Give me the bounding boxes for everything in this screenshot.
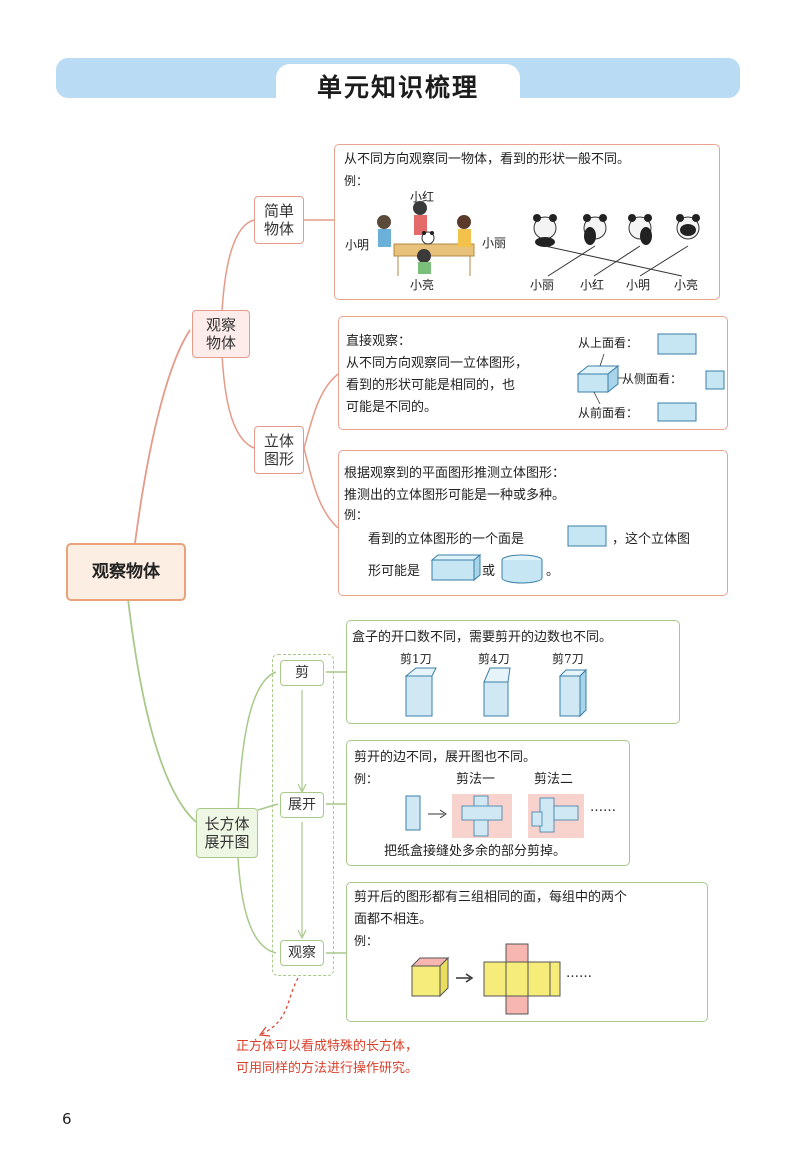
node-simple-label: 简单物体 [263,202,294,238]
step-cut: 剪 [280,660,324,686]
direct-line-4: 可能是不同的。 [346,400,438,415]
infer-line-4b: 或 [482,564,496,579]
unfold-box-text: 剪开的边不同，展开图也不同。 [354,750,537,765]
person-label-right: 小丽 [482,236,507,250]
cut-box [346,620,680,724]
node-solid-shapes: 立体图形 [254,426,304,474]
branch-unfold-observe [237,857,277,954]
step-observe: 观察 [280,940,324,966]
observe-example: 例： [354,934,379,948]
unfold-box-example: 例： [354,772,379,786]
cube-note: 正方体可以看成特殊的长方体， 可用同样的方法进行操作研究。 [236,1036,418,1080]
unfold-ellipsis: …… [590,800,616,815]
panda-label-2: 小红 [580,278,605,292]
note-line-2: 可用同样的方法进行操作研究。 [236,1061,419,1077]
branch-unfold-expand [257,803,279,811]
step-observe-label: 观察 [288,944,316,961]
simple-box-text: 从不同方向观察同一物体，看到的形状一般不同。 [344,152,631,167]
branch-root-observe [134,329,191,544]
panda-label-4: 小亮 [674,278,699,292]
cut-label-3: 剪7刀 [552,652,584,666]
branch-solid-box1 [303,373,339,449]
unfold-caption: 把纸盒接缝处多余的部分剪掉。 [384,844,567,859]
cut-label-2: 剪4刀 [478,652,510,666]
infer-line-1: 根据观察到的平面图形推测立体图形： [344,466,566,481]
view-side-label: 从侧面看： [622,372,683,386]
infer-line-4a: 形可能是 [368,564,421,579]
page-number: 6 [62,1110,72,1128]
direct-line-3: 看到的形状可能是相同的，也 [346,378,516,393]
branch-solid-box2 [303,447,339,529]
infer-line-3b: ，这个立体图 [612,532,691,547]
steps-dashed-frame [272,654,334,976]
observe-line-2: 面都不相连。 [354,912,433,927]
note-arrow [261,977,299,1035]
root-node: 观察物体 [66,543,186,601]
step-cut-label: 剪 [295,664,309,681]
infer-line-2: 推测出的立体图形可能是一种或多种。 [344,488,566,503]
box-1-cut-icon [404,667,437,717]
panda-icon-2 [583,214,607,245]
node-unfold-label: 长方体展开图 [204,815,250,851]
simple-box-example: 例： [344,174,369,188]
direct-line-1: 直接观察： [346,334,412,349]
node-observe-objects: 观察物体 [192,310,250,358]
step-expand-label: 展开 [288,796,316,813]
page-title: 单元知识梳理 [316,73,479,102]
method-1-label: 剪法一 [456,772,496,787]
person-label-left: 小明 [345,238,370,252]
node-solid-label: 立体图形 [263,432,294,468]
method-2-label: 剪法二 [534,772,574,787]
box-7-cut-icon [558,668,588,718]
observe-line-1: 剪开后的图形都有三组相同的面，每组中的两个 [354,890,628,905]
infer-line-3a: 看到的立体图形的一个面是 [368,532,525,547]
panda-icon-1 [533,214,557,247]
branch-root-unfold [127,598,197,823]
infer-line-4c: 。 [546,564,560,579]
panda-label-1: 小丽 [530,278,555,292]
cut-box-text: 盒子的开口数不同，需要剪开的边数也不同。 [352,630,613,645]
node-observe-label: 观察物体 [205,316,236,352]
panda-icon-4 [676,214,700,240]
view-top-label: 从上面看： [578,336,639,350]
title-tab: 单元知识梳理 [276,64,520,108]
branch-unfold-cut [237,671,277,813]
box-4-cut-icon [483,667,511,717]
panda-icon-3 [628,214,652,245]
infer-example: 例： [344,508,369,522]
node-simple-objects: 简单物体 [254,196,304,244]
root-label: 观察物体 [92,561,160,582]
person-label-bottom: 小亮 [410,278,435,292]
note-line-1: 正方体可以看成特殊的长方体， [236,1039,419,1054]
branch-observe-simple [221,219,255,313]
branch-observe-solid [221,353,255,449]
observe-ellipsis: …… [566,966,592,981]
cut-label-1: 剪1刀 [400,652,432,666]
step-expand: 展开 [280,792,324,818]
person-label-top: 小红 [410,190,435,204]
direct-line-2: 从不同方向观察同一立体图形， [346,356,529,371]
panda-label-3: 小明 [626,278,651,292]
view-front-label: 从前面看： [578,406,639,420]
node-cuboid-unfold: 长方体展开图 [196,808,258,858]
